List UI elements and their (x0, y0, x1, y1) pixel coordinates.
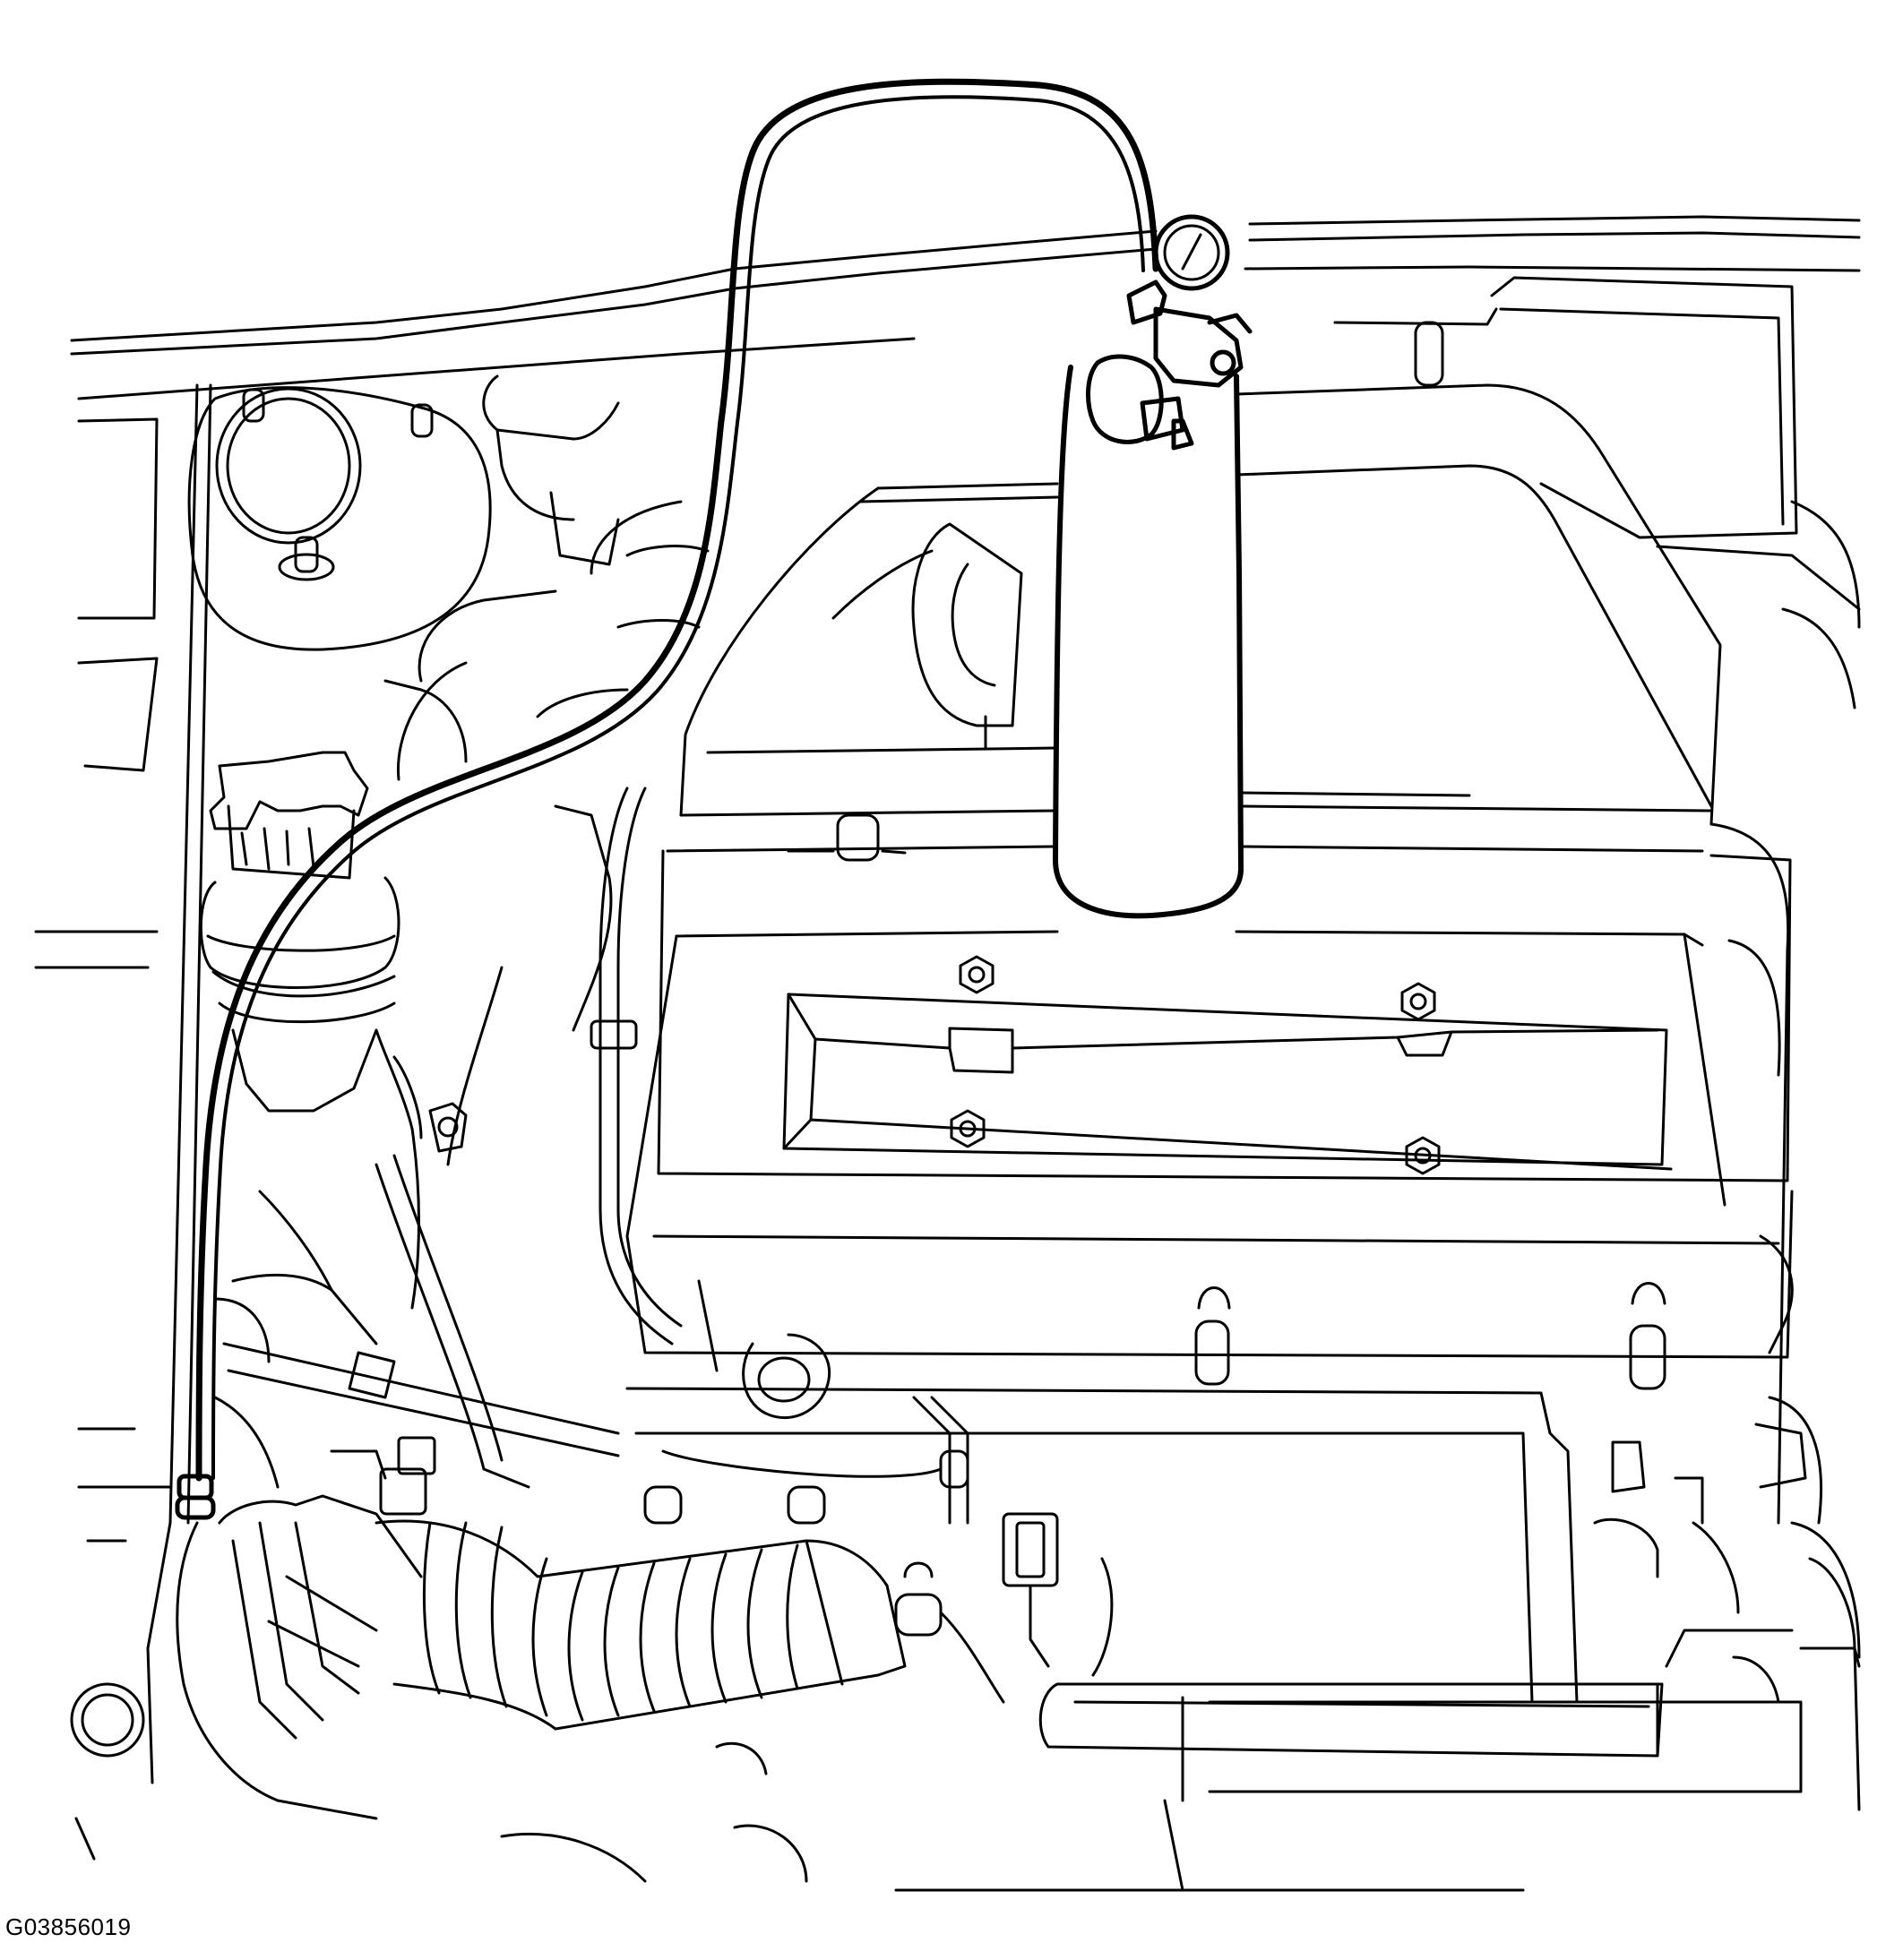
hood-edge-lines (70, 215, 1861, 400)
figure-id-label: G03856019 (5, 1913, 132, 1940)
fluid-reservoir (199, 751, 400, 1113)
intake-bellows (375, 1519, 907, 1731)
hoses-and-harness (213, 374, 710, 1489)
right-side-components (1593, 822, 1861, 1811)
pressure-gauge (1153, 214, 1230, 291)
throttle-body (176, 1436, 436, 1820)
test-hose (195, 78, 1159, 1482)
hose-end-fitting (175, 1474, 216, 1520)
valve-cover (625, 813, 1794, 1390)
regulator-valve (1086, 279, 1253, 451)
left-fender-panel (34, 383, 212, 1861)
strut-mount (187, 386, 492, 651)
engine-cover (679, 482, 1713, 817)
engine-block-lower (625, 1333, 1803, 1892)
pressure-canister (1053, 365, 1244, 919)
intake-duct (1235, 276, 1861, 826)
bottom-connectors (500, 1396, 1114, 1883)
